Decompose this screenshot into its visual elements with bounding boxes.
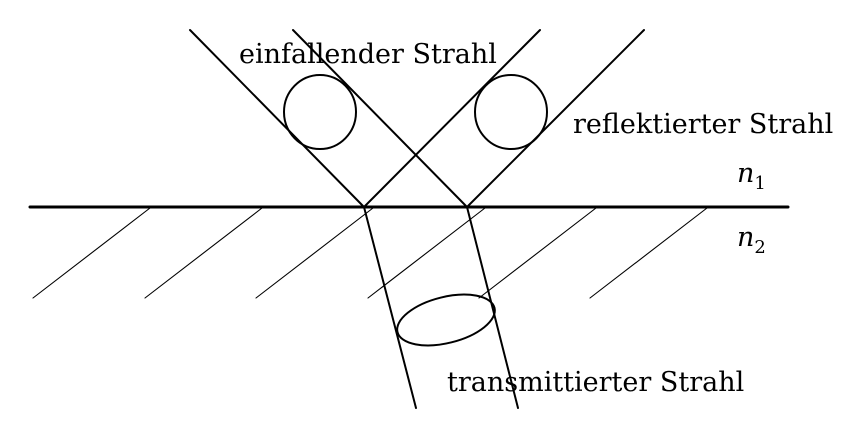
reflected-beam-cross-section: [474, 74, 548, 150]
transmitted-beam-cross-section: [396, 293, 496, 347]
transmitted-beam: [363, 206, 519, 409]
incident-beam-edge-right: [292, 29, 468, 208]
medium-1-symbol: n: [737, 158, 754, 189]
reflected-beam: [363, 29, 645, 208]
reflected-beam-edge-right: [466, 29, 645, 208]
medium-2-label: n2: [737, 222, 766, 258]
medium-2-symbol: n: [737, 222, 754, 253]
incident-beam-edge-left: [189, 29, 365, 208]
medium-1-label: n1: [737, 158, 766, 194]
incident-beam-cross-section: [283, 74, 357, 150]
transmitted-beam-edge-left: [363, 206, 417, 409]
transmitted-beam-edge-right: [466, 206, 519, 409]
medium-2-subscript: 2: [754, 237, 765, 258]
incident-beam: [189, 29, 468, 208]
reflected-beam-edge-left: [363, 29, 541, 208]
transmitted-beam-label: transmittierter Strahl: [447, 367, 744, 398]
medium-1-subscript: 1: [754, 173, 765, 194]
reflected-beam-label: reflektierter Strahl: [573, 109, 833, 140]
medium-2-hatching: [32, 207, 708, 299]
incident-beam-label: einfallender Strahl: [239, 39, 497, 70]
